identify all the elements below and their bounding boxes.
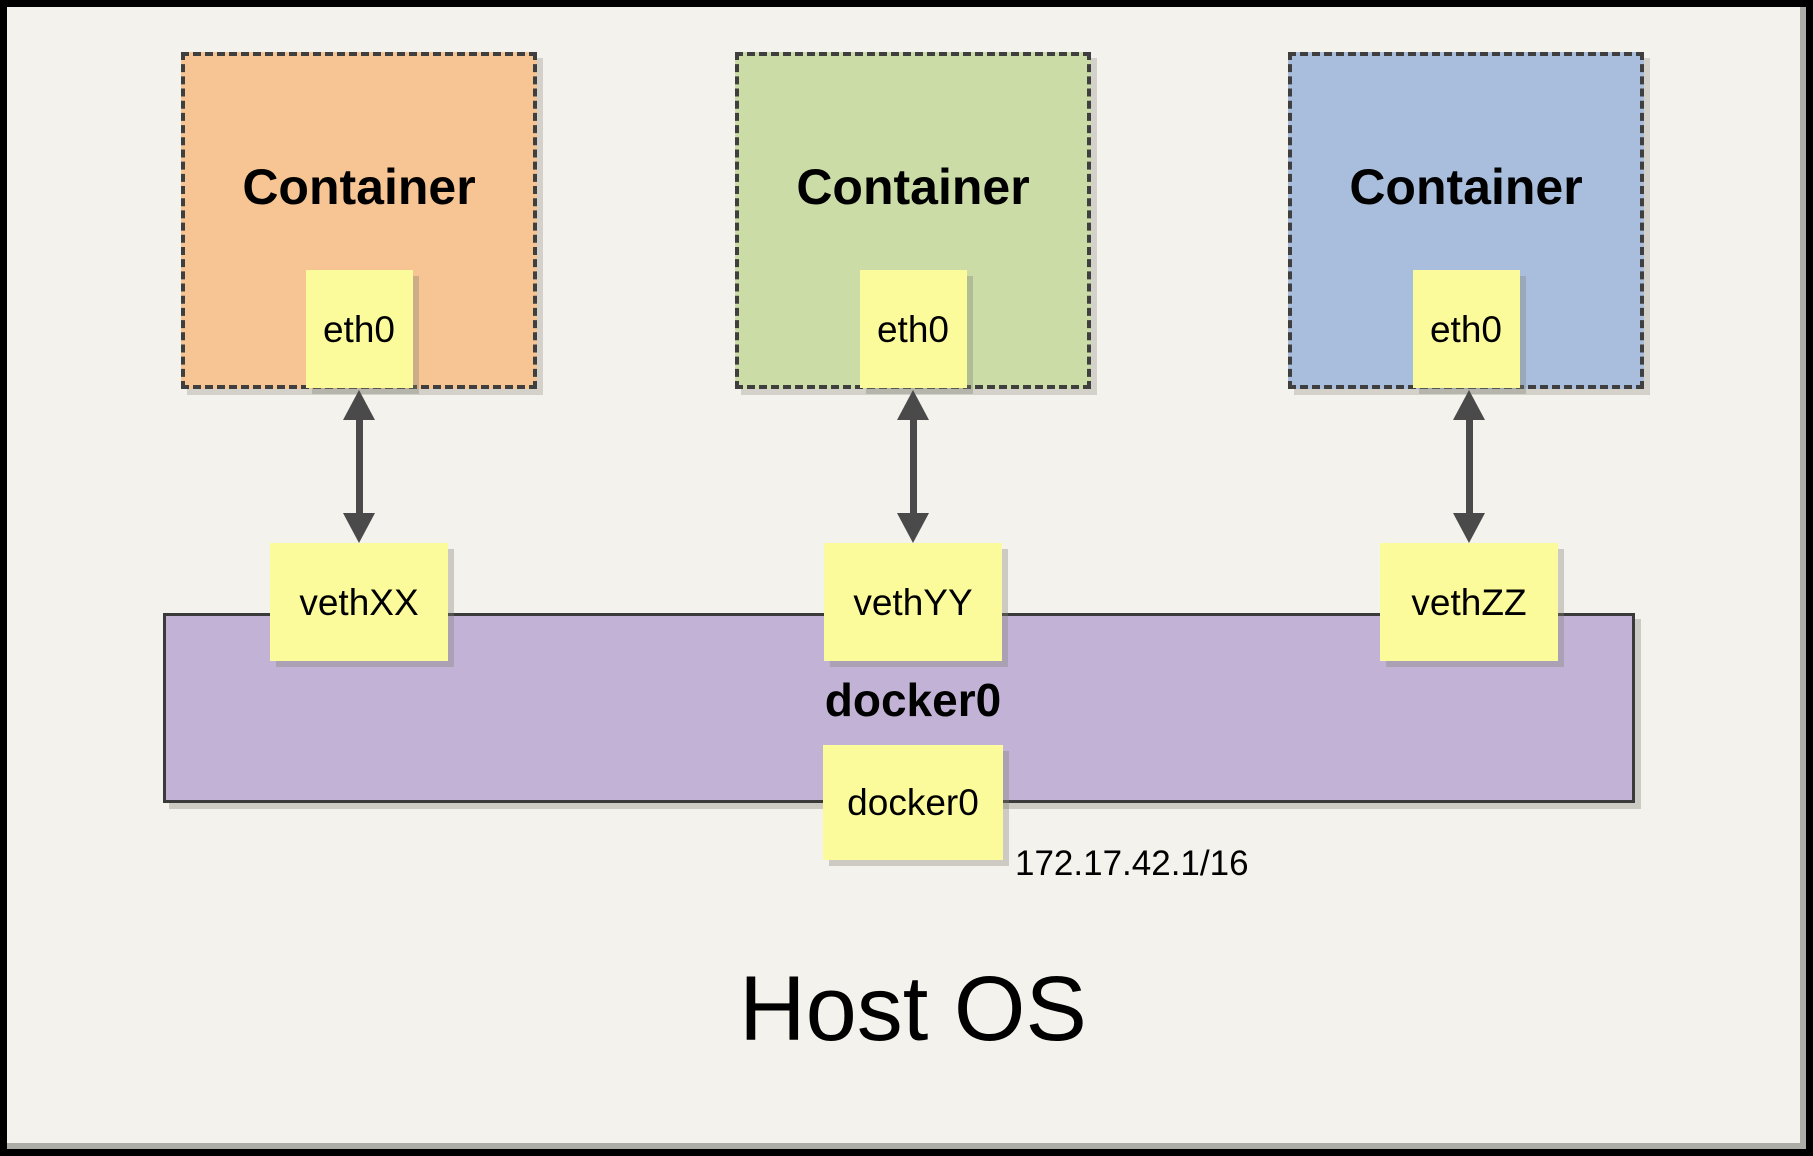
veth-chip-1: vethXX <box>270 543 448 661</box>
arrow-shaft-1 <box>355 418 363 515</box>
veth-chip-3-text: vethZZ <box>1411 581 1527 623</box>
eth0-chip-1-text: eth0 <box>322 308 395 350</box>
arrow-head-up-3 <box>1453 390 1485 420</box>
eth0-chip-3-text: eth0 <box>1429 308 1502 350</box>
eth0-chip-2: eth0 <box>859 270 967 388</box>
veth-chip-2: vethYY <box>824 543 1002 661</box>
container-box-2: Container eth0 <box>735 52 1091 389</box>
up-down-arrow-icon-3 <box>1453 390 1485 543</box>
docker0-interface-chip: docker0 <box>823 745 1003 860</box>
up-down-arrow-icon-2 <box>897 390 929 543</box>
veth-chip-2-text: vethYY <box>853 581 973 623</box>
container-label-2: Container <box>796 159 1030 215</box>
arrow-head-down-1 <box>343 513 375 543</box>
docker0-bridge-label: docker0 <box>824 674 1002 726</box>
arrow-head-up-1 <box>343 390 375 420</box>
container-box-3: Container eth0 <box>1288 52 1644 389</box>
eth0-chip-3: eth0 <box>1412 270 1520 388</box>
arrow-head-down-2 <box>897 513 929 543</box>
container-box-1: Container eth0 <box>181 52 537 389</box>
eth0-chip-2-text: eth0 <box>876 308 949 350</box>
up-down-arrow-icon-1 <box>343 390 375 543</box>
arrow-head-up-2 <box>897 390 929 420</box>
eth0-chip-1: eth0 <box>305 270 413 388</box>
veth-chip-1-text: vethXX <box>299 581 419 623</box>
arrow-head-down-3 <box>1453 513 1485 543</box>
bridge-ip-label: 172.17.42.1/16 <box>1015 844 1249 883</box>
arrow-shaft-2 <box>909 418 917 515</box>
container-label-1: Container <box>242 159 476 215</box>
arrow-shaft-3 <box>1465 418 1473 515</box>
host-os-page: Container eth0 Container eth0 Container … <box>7 7 1806 1149</box>
container-label-3: Container <box>1349 159 1583 215</box>
docker0-interface-chip-text: docker0 <box>847 782 979 823</box>
veth-chip-3: vethZZ <box>1380 543 1558 661</box>
host-os-label: Host OS <box>739 958 1087 1060</box>
